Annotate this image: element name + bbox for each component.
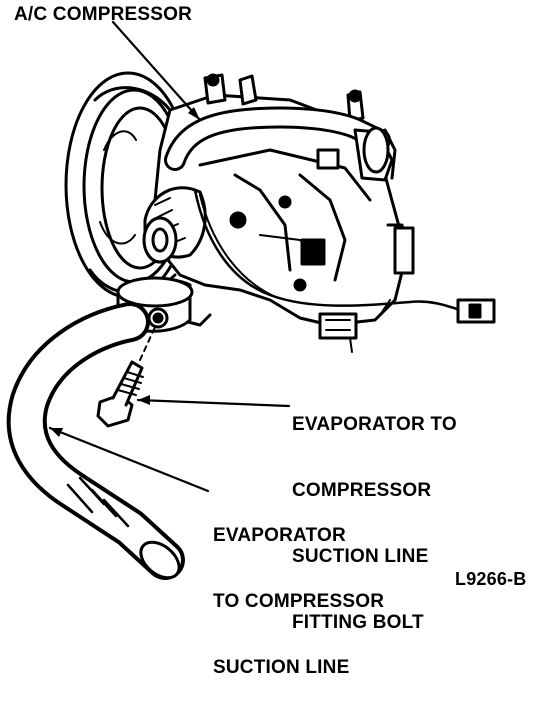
leader-lines [48,20,291,493]
suction-hose [6,302,185,580]
mounting-ears [203,73,365,123]
leader-compressor [111,20,202,122]
suction-line-label-line: TO COMPRESSOR [213,591,385,612]
leader-bolt [136,398,291,408]
diagram-canvas [6,20,496,580]
suction-line-label: EVAPORATOR TO COMPRESSOR SUCTION LINE [213,481,384,701]
fitting-bolt-label-line: EVAPORATOR TO [292,414,457,435]
discharge-hose [164,106,394,182]
suction-line-label-line: EVAPORATOR [213,525,346,546]
fitting-bolt [96,324,157,428]
leader-arrowheads [50,107,200,437]
fitting-bolt-label-line: SUCTION LINE [292,546,429,567]
figure-code: L9266-B [455,569,527,589]
fitting-bolt-label-line: COMPRESSOR [292,480,432,501]
compressor-label: A/C COMPRESSOR [14,4,193,25]
suction-line-label-line: SUCTION LINE [213,657,350,678]
compressor-illustration [6,20,496,580]
suction-port [142,186,207,264]
leader-suction-line [48,426,210,493]
wiring-harness [193,188,496,353]
